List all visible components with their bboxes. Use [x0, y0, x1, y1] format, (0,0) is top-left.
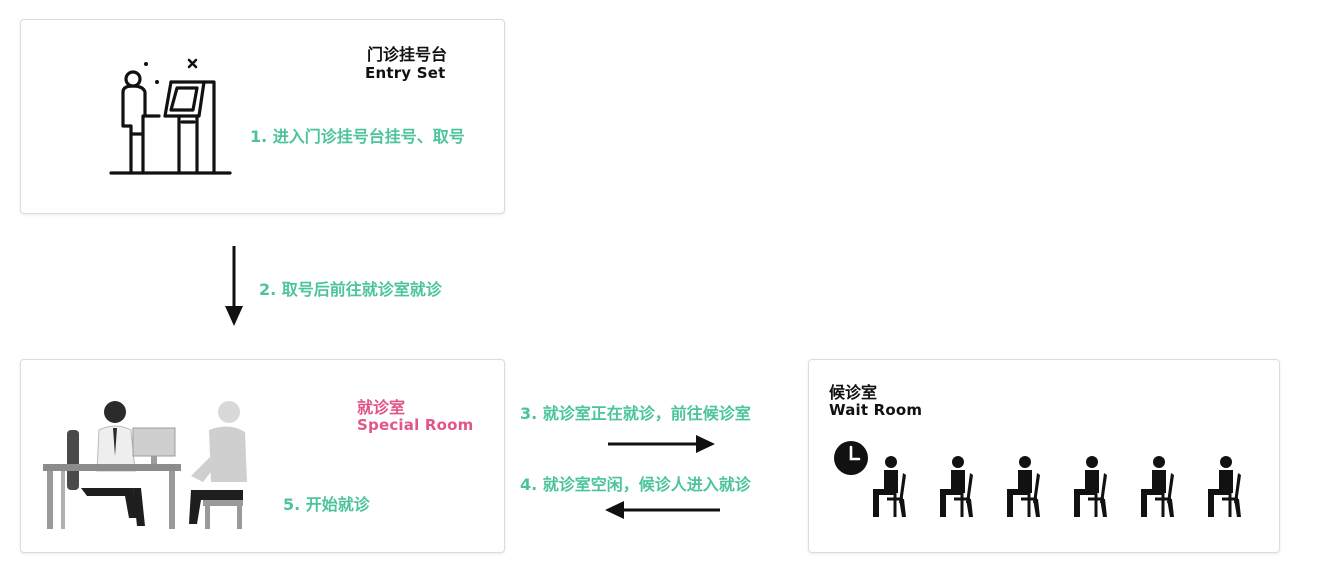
seated-person-icon: [1074, 456, 1107, 517]
person-at-kiosk-icon: [109, 58, 232, 175]
doctor-consultation-icon: [43, 401, 247, 529]
seated-person-icon: [940, 456, 973, 517]
step-2-label: 2. 取号后前往就诊室就诊: [259, 280, 442, 299]
arrow-down-icon: [225, 246, 243, 326]
step-4-label: 4. 就诊室空闲，候诊人进入就诊: [520, 475, 751, 494]
arrow-right-icon: [608, 435, 715, 453]
wait-room-title-cn: 候诊室: [829, 383, 878, 402]
seated-person-icon: [873, 456, 906, 517]
entry-title-en: Entry Set: [365, 64, 446, 82]
wait-room-card: 候诊室 Wait Room: [808, 359, 1280, 553]
seated-person-icon: [1141, 456, 1174, 517]
step-1-label: 1. 进入门诊挂号台挂号、取号: [250, 127, 465, 146]
entry-title-cn: 门诊挂号台: [367, 45, 448, 64]
wait-room-title-en: Wait Room: [829, 401, 923, 419]
seated-people-row: [869, 455, 1249, 519]
step-3-label: 3. 就诊室正在就诊，前往候诊室: [520, 404, 751, 423]
entry-set-card: 门诊挂号台 Entry Set 1. 进入门诊挂号台挂号、取号: [20, 19, 505, 214]
arrow-left-icon: [605, 501, 720, 519]
special-room-title-en: Special Room: [357, 416, 474, 434]
clock-icon: [834, 441, 868, 475]
step-5-label: 5. 开始就诊: [283, 495, 370, 514]
seated-person-icon: [1007, 456, 1040, 517]
special-room-card: 就诊室 Special Room 5. 开始就诊: [20, 359, 505, 553]
seated-person-icon: [1208, 456, 1241, 517]
special-room-title-cn: 就诊室: [357, 398, 406, 417]
